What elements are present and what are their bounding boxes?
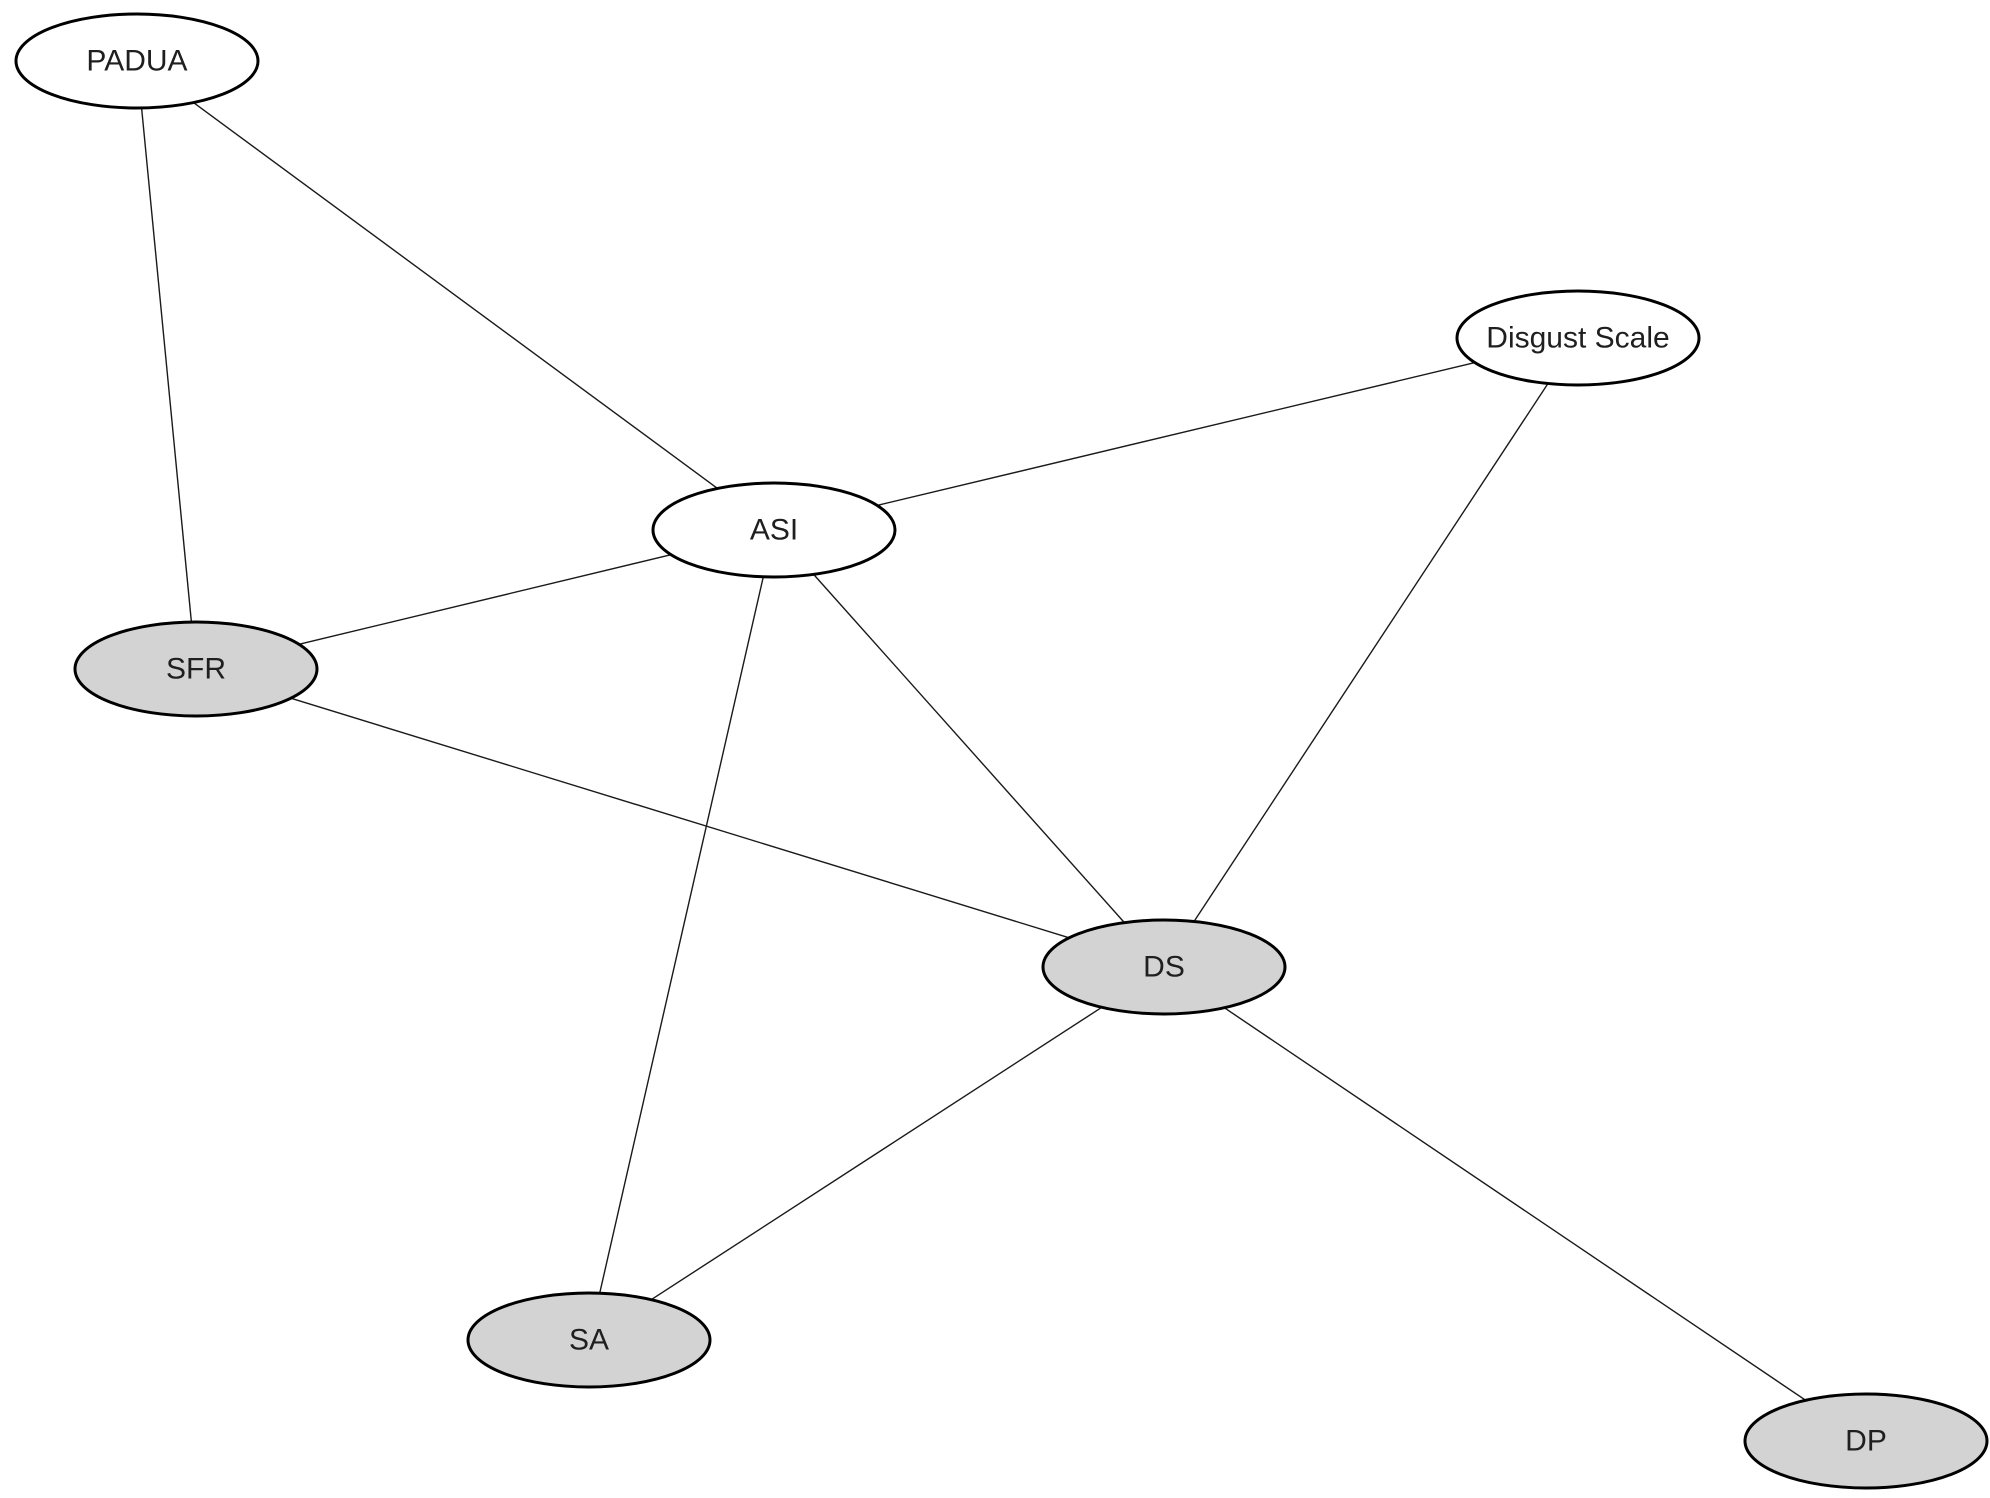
node-ellipse-ds [1041, 918, 1287, 1016]
node-ellipse-sfr [73, 620, 319, 718]
node-ellipse-disgust [1455, 289, 1701, 387]
edge-sfr-ds [290, 697, 1070, 939]
edge-disgust-ds [1193, 383, 1549, 922]
edge-padua-asi [193, 102, 718, 489]
node-label-sfr: SFR [166, 653, 226, 686]
node-sfr: SFR [73, 620, 319, 718]
node-ellipse-dp [1743, 1392, 1989, 1490]
edge-asi-sfr [298, 554, 672, 645]
node-ellipse-asi [651, 481, 897, 579]
edge-ds-sa [650, 1006, 1103, 1301]
edge-asi-sa [599, 576, 764, 1294]
node-ellipse-padua [14, 12, 260, 110]
edge-ds-dp [1223, 1007, 1807, 1401]
node-dp: DP [1743, 1392, 1989, 1490]
node-asi: ASI [651, 481, 897, 579]
node-ellipse-sa [466, 1291, 712, 1389]
node-label-sa: SA [569, 1324, 609, 1357]
node-label-disgust: Disgust Scale [1486, 322, 1669, 355]
edge-padua-sfr [140, 107, 193, 623]
node-label-asi: ASI [750, 514, 798, 547]
edge-asi-ds [813, 573, 1125, 924]
node-padua: PADUA [14, 12, 260, 110]
node-label-ds: DS [1143, 951, 1185, 984]
node-label-padua: PADUA [86, 45, 187, 78]
edge-asi-disgust [876, 361, 1476, 507]
node-disgust: Disgust Scale [1455, 289, 1701, 387]
node-ds: DS [1041, 918, 1287, 1016]
edges-layer [140, 102, 1807, 1401]
node-sa: SA [466, 1291, 712, 1389]
node-label-dp: DP [1845, 1425, 1887, 1458]
